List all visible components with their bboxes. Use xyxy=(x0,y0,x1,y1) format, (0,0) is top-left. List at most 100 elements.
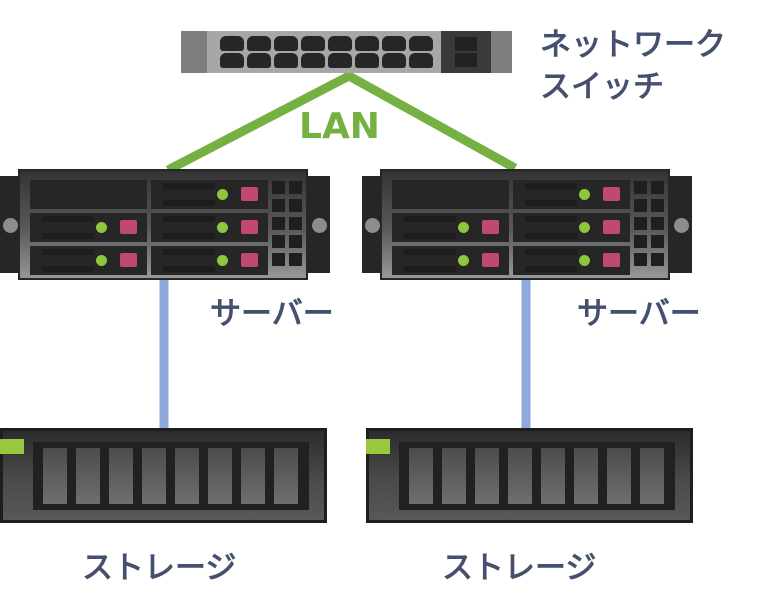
drive-bay xyxy=(151,180,268,209)
uplink-port-icon xyxy=(455,37,477,51)
drive-handle xyxy=(525,249,577,255)
vent-square xyxy=(651,199,664,212)
drive-button xyxy=(241,187,258,201)
status-led-icon xyxy=(366,439,390,454)
vent-square xyxy=(272,217,285,230)
vent-square xyxy=(289,217,302,230)
screw-icon xyxy=(365,218,380,233)
ethernet-port-icon xyxy=(409,53,433,68)
drive-handle xyxy=(404,249,456,255)
drive-button xyxy=(241,253,258,267)
ethernet-port-icon xyxy=(355,53,379,68)
storage-slot xyxy=(442,448,466,504)
drive-slot-panel xyxy=(399,442,675,510)
storage-slot xyxy=(475,448,499,504)
storage-slot xyxy=(208,448,232,504)
storage-slot xyxy=(541,448,565,504)
vent-square xyxy=(634,217,647,230)
vent-square xyxy=(289,253,302,266)
network-switch xyxy=(181,31,512,73)
drive-bay xyxy=(392,213,509,242)
vent-square xyxy=(272,235,285,248)
storage-slot xyxy=(640,448,664,504)
ethernet-port-icon xyxy=(355,36,379,51)
storage-left xyxy=(0,428,327,523)
vent-square xyxy=(289,199,302,212)
drive-led-icon xyxy=(96,222,107,233)
ethernet-port-icon xyxy=(382,36,406,51)
drive-button xyxy=(603,220,620,234)
storage-slot xyxy=(175,448,199,504)
drive-handle xyxy=(163,233,215,239)
storage-slot xyxy=(241,448,265,504)
drive-led-icon xyxy=(579,255,590,266)
drive-led-icon xyxy=(458,222,469,233)
drive-handle xyxy=(42,216,94,222)
drive-led-icon xyxy=(579,222,590,233)
drive-bay xyxy=(151,213,268,242)
ethernet-port-icon xyxy=(328,53,352,68)
switch-ports xyxy=(220,36,433,68)
drive-handle xyxy=(404,266,456,272)
drive-handle xyxy=(163,216,215,222)
drive-handle xyxy=(163,249,215,255)
drive-led-icon xyxy=(579,189,590,200)
drive-handle xyxy=(404,233,456,239)
vent-square xyxy=(634,181,647,194)
drive-handle xyxy=(525,266,577,272)
server-left-label: サーバー xyxy=(210,296,334,332)
vent-square xyxy=(272,253,285,266)
drive-bay xyxy=(151,246,268,275)
storage-slot xyxy=(574,448,598,504)
server-right xyxy=(362,167,692,282)
drive-slot-panel xyxy=(33,442,309,510)
drive-bay-grid xyxy=(392,180,630,275)
ethernet-port-icon xyxy=(301,53,325,68)
rack-bracket xyxy=(306,176,330,273)
server-right-label: サーバー xyxy=(577,296,701,332)
drive-handle xyxy=(42,266,94,272)
vent-grid xyxy=(634,181,664,266)
drive-bay xyxy=(392,246,509,275)
drive-led-icon xyxy=(96,255,107,266)
blank-bay xyxy=(30,180,147,209)
drive-handle xyxy=(42,233,94,239)
drive-handle xyxy=(163,266,215,272)
blank-bay xyxy=(392,180,509,209)
storage-right-label: ストレージ xyxy=(442,550,597,586)
ethernet-port-icon xyxy=(328,36,352,51)
vent-grid xyxy=(272,181,302,266)
ethernet-port-icon xyxy=(274,36,298,51)
storage-right xyxy=(366,428,693,523)
drive-bay xyxy=(30,246,147,275)
lan-link-line xyxy=(165,70,518,174)
storage-left-label: ストレージ xyxy=(82,550,237,586)
switch-uplink-panel xyxy=(441,31,491,73)
drive-button xyxy=(482,220,499,234)
vent-square xyxy=(651,217,664,230)
drive-bay xyxy=(513,213,630,242)
drive-handle xyxy=(404,216,456,222)
vent-square xyxy=(651,253,664,266)
drive-button xyxy=(603,253,620,267)
drive-handle xyxy=(525,200,577,206)
ethernet-port-icon xyxy=(409,36,433,51)
vent-square xyxy=(634,253,647,266)
server-chassis xyxy=(380,169,670,280)
drive-button xyxy=(603,187,620,201)
vent-square xyxy=(634,199,647,212)
uplink-port-icon xyxy=(455,53,477,67)
lan-label: LAN xyxy=(299,106,380,147)
switch-left-cap xyxy=(181,31,207,73)
vent-square xyxy=(272,199,285,212)
switch-label-line2: スイッチ xyxy=(540,69,664,105)
storage-slot xyxy=(508,448,532,504)
switch-label: ネットワーク スイッチ xyxy=(540,24,726,108)
ethernet-port-icon xyxy=(247,53,271,68)
ethernet-port-icon xyxy=(220,53,244,68)
drive-led-icon xyxy=(217,255,228,266)
server-chassis xyxy=(18,169,308,280)
ethernet-port-icon xyxy=(274,53,298,68)
